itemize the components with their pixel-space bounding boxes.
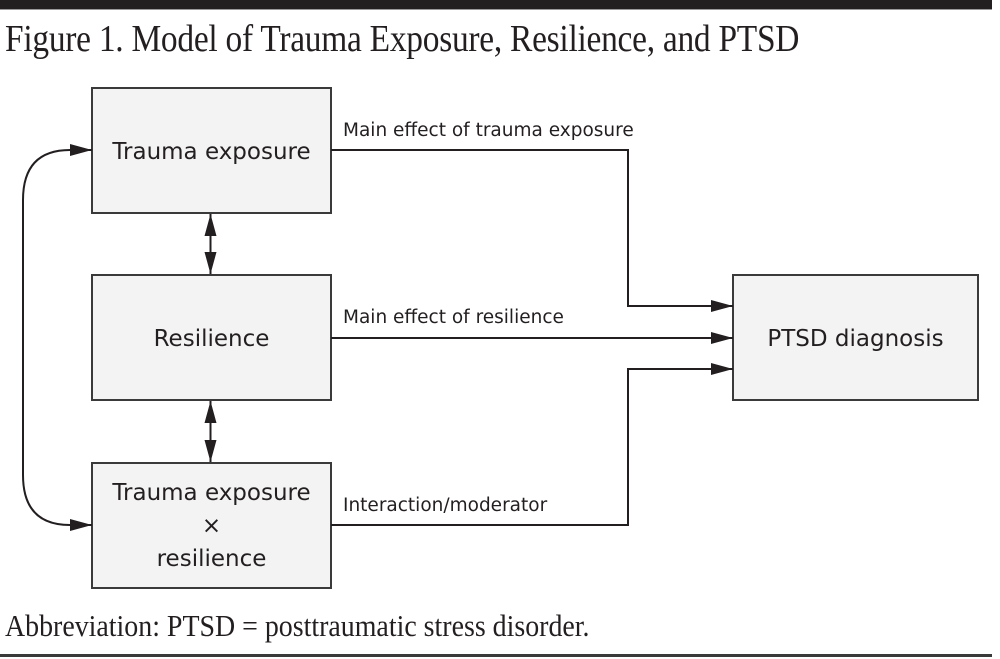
top-rule [0,0,992,9]
node-box [91,462,332,589]
figure-title: Figure 1. Model of Trauma Exposure, Resi… [5,18,800,60]
node-ptsd: PTSD diagnosis [732,274,979,401]
node-label-line2: resilience [157,546,267,572]
node-resilience: Resilience [91,274,332,401]
bottom-rule [0,654,992,657]
edge-trauma-to-ptsd: Main effect of trauma exposure [331,120,733,312]
multiply-symbol: × [202,513,221,539]
node-interaction: Trauma exposure × resilience [91,462,332,589]
arrowhead-icon [70,144,92,156]
node-box [732,274,979,401]
arrowhead-icon [70,519,92,531]
edge-interaction-to-ptsd: Interaction/moderator [331,363,733,526]
top-rule-shadow [0,9,992,10]
edge-label: Interaction/moderator [343,495,548,516]
edge-line [331,363,733,526]
edge-resilience-to-ptsd: Main effect of resilience [331,307,733,344]
edge-label: Main effect of resilience [343,307,564,328]
node-label: PTSD diagnosis [767,326,943,352]
edge-trauma-interaction-curve [22,144,92,531]
node-label: Resilience [154,326,270,352]
figure-footnote: Abbreviation: PTSD = posttraumatic stres… [5,608,590,643]
node-label-line1: Trauma exposure [111,480,310,506]
edge-line [331,149,733,312]
curved-connector [22,149,92,526]
node-trauma-exposure: Trauma exposure [91,87,332,214]
node-box [91,274,332,401]
node-label: Trauma exposure [111,139,310,165]
edge-label: Main effect of trauma exposure [343,120,634,141]
node-box [91,87,332,214]
